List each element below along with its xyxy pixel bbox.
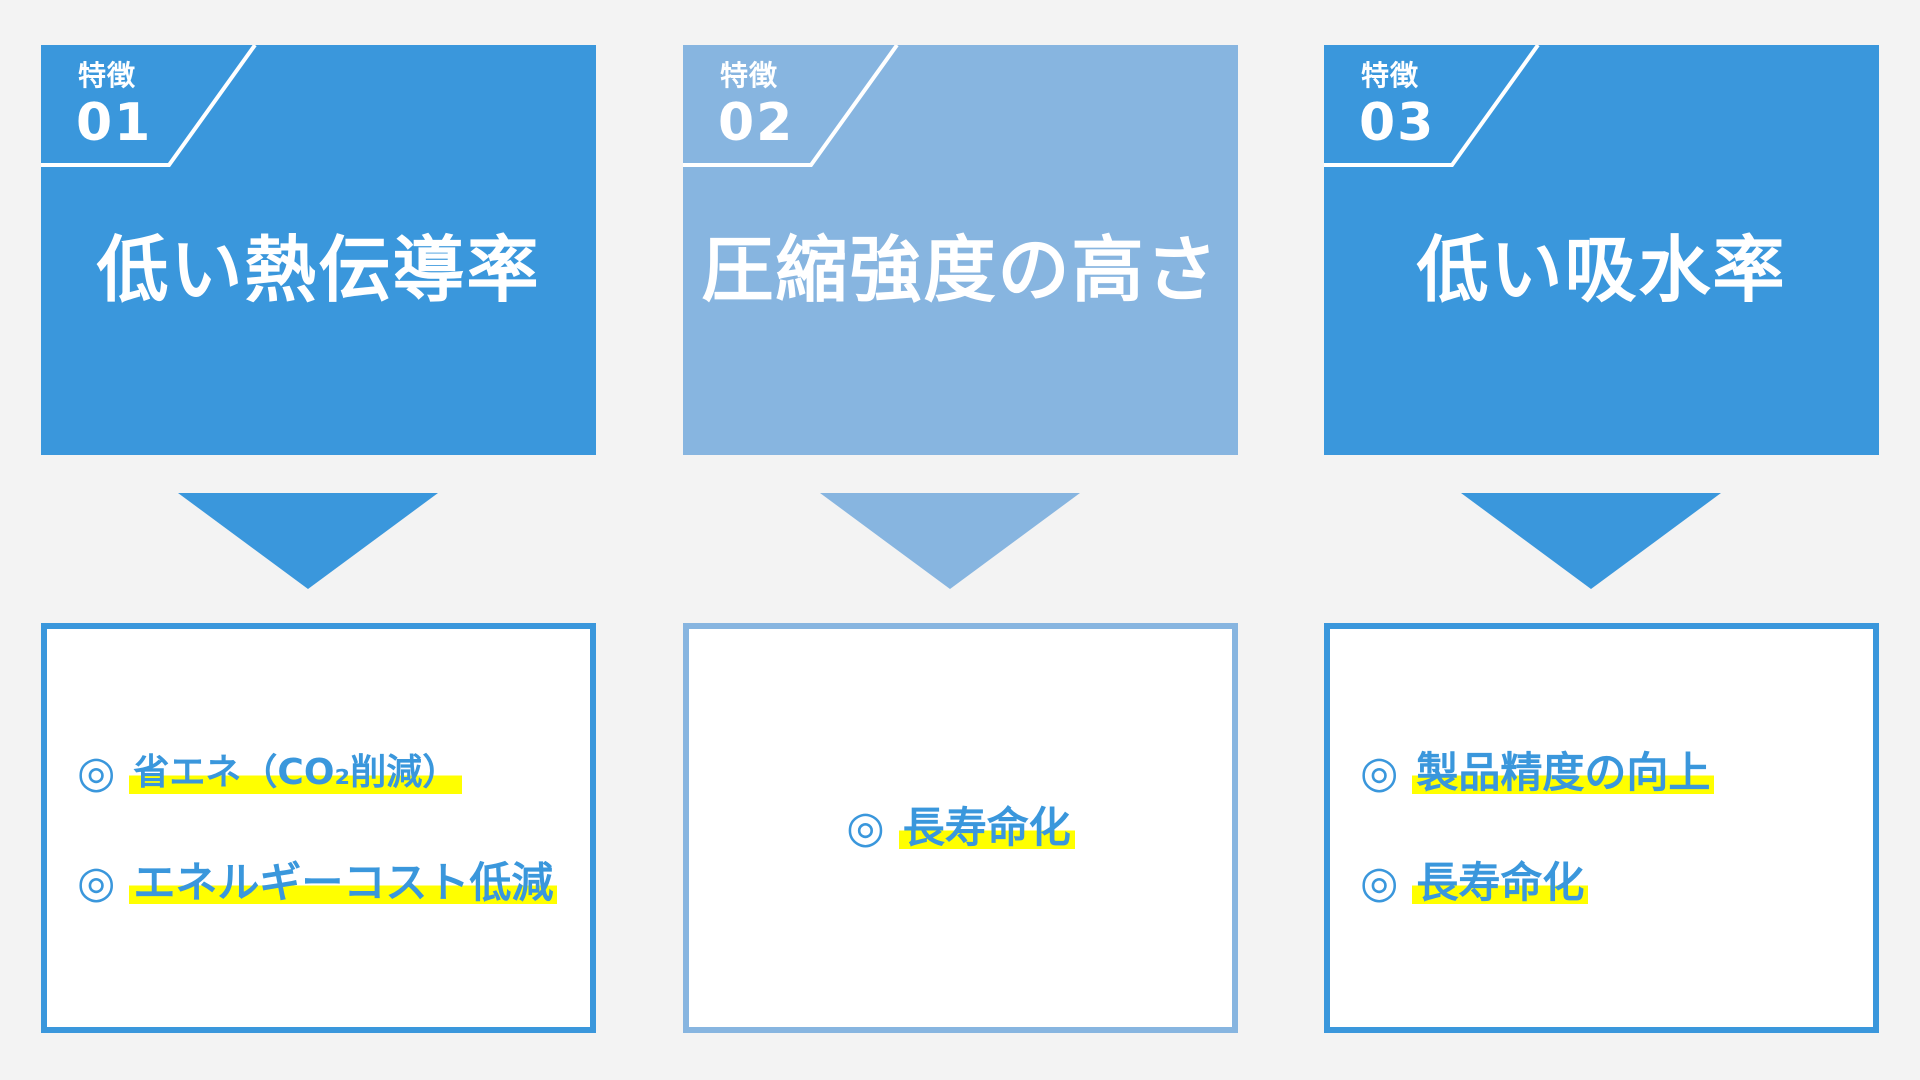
result-item: ◎ エネルギーコスト低減	[77, 858, 570, 908]
feature-header-03: 特徴 03 低い吸水率	[1324, 45, 1879, 455]
result-box-01: ◎ 省エネ（CO₂削減） ◎ エネルギーコスト低減	[41, 623, 596, 1033]
result-item: ◎ 長寿命化	[1360, 858, 1853, 908]
tag-corner-lines	[41, 45, 257, 167]
feature-tag-label: 特徴	[720, 59, 779, 92]
feature-header-02: 特徴 02 圧縮強度の高さ	[683, 45, 1238, 455]
double-circle-icon: ◎	[846, 802, 885, 853]
feature-title: 低い熱伝導率	[96, 228, 541, 312]
feature-number: 03	[1359, 93, 1436, 153]
feature-header-background	[683, 45, 1238, 455]
result-box-02: ◎ 長寿命化	[683, 623, 1238, 1033]
feature-header-01: 特徴 01 低い熱伝導率	[41, 45, 596, 455]
result-item-text: 製品精度の向上	[1412, 748, 1715, 798]
feature-number: 02	[718, 93, 795, 153]
result-item-text: 長寿命化	[898, 803, 1075, 853]
result-list: ◎ 長寿命化	[689, 629, 1232, 1027]
feature-column-03: 特徴 03 低い吸水率 ◎ 製品精度の向上 ◎ 長寿命化	[1324, 0, 1879, 1080]
double-circle-icon: ◎	[1360, 857, 1399, 908]
double-circle-icon: ◎	[77, 747, 116, 798]
tag-corner-lines	[683, 45, 899, 167]
down-arrow-icon	[178, 493, 438, 589]
feature-tag-label: 特徴	[1361, 59, 1420, 92]
tag-corner-lines	[1324, 45, 1540, 167]
feature-title: 圧縮強度の高さ	[701, 228, 1220, 312]
result-item-text: 省エネ（CO₂削減）	[129, 748, 463, 798]
result-box-03: ◎ 製品精度の向上 ◎ 長寿命化	[1324, 623, 1879, 1033]
result-item: ◎ 省エネ（CO₂削減）	[77, 748, 570, 798]
result-item: ◎ 製品精度の向上	[1360, 748, 1853, 798]
feature-header-background	[41, 45, 596, 455]
double-circle-icon: ◎	[77, 857, 116, 908]
double-circle-icon: ◎	[1360, 747, 1399, 798]
down-arrow-icon	[820, 493, 1080, 589]
feature-header-background	[1324, 45, 1879, 455]
feature-title: 低い吸水率	[1416, 228, 1787, 312]
feature-column-02: 特徴 02 圧縮強度の高さ ◎ 長寿命化	[683, 0, 1238, 1080]
result-item-text: エネルギーコスト低減	[129, 858, 558, 908]
result-list: ◎ 省エネ（CO₂削減） ◎ エネルギーコスト低減	[77, 629, 570, 1027]
feature-tag-label: 特徴	[78, 59, 137, 92]
down-arrow-icon	[1461, 493, 1721, 589]
result-list: ◎ 製品精度の向上 ◎ 長寿命化	[1360, 629, 1853, 1027]
result-item-text: 長寿命化	[1412, 858, 1589, 908]
feature-column-01: 特徴 01 低い熱伝導率 ◎ 省エネ（CO₂削減） ◎ エネルギーコスト低減	[41, 0, 596, 1080]
feature-number: 01	[76, 93, 153, 153]
result-item: ◎ 長寿命化	[846, 802, 1075, 853]
